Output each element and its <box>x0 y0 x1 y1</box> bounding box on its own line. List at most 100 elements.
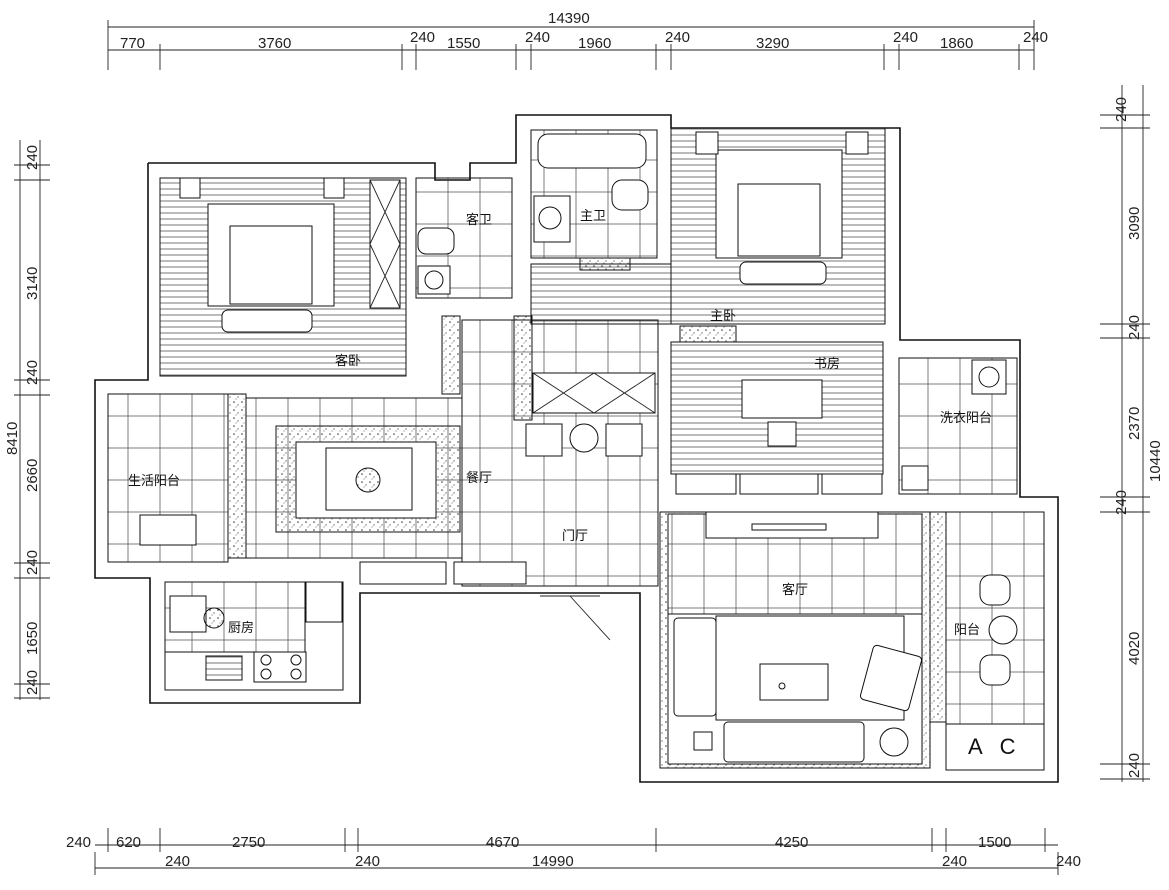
left-dimension: 240 <box>24 360 41 385</box>
nightstand <box>695 131 719 155</box>
outer-walls <box>94 114 1059 783</box>
room-label-living-room: 客厅 <box>782 582 808 598</box>
left-dimensions: 240 3140 240 2660 240 1650 240 8410 <box>4 140 50 700</box>
room-label-living-balcony: 生活阳台 <box>128 474 180 489</box>
shoe-cabinet <box>532 372 656 414</box>
round-table <box>988 615 1018 645</box>
chair <box>979 574 1011 606</box>
stove <box>253 651 307 683</box>
chair <box>979 654 1011 686</box>
dining: 餐厅 <box>245 397 492 559</box>
room-label-laundry-balcony: 洗衣阳台 <box>940 410 992 426</box>
right-dimension: 4020 <box>1126 632 1143 665</box>
top-dimension: 240 <box>665 29 690 46</box>
refrigerator <box>305 581 343 623</box>
bottom-dimension: 4250 <box>775 834 808 851</box>
study: 书房 <box>670 325 884 495</box>
top-total-dimension: 14390 <box>548 10 590 27</box>
toilet <box>611 179 649 211</box>
top-dimension: 1960 <box>578 35 611 52</box>
top-dimension: 770 <box>120 35 145 52</box>
bottom-dimension: 4670 <box>486 834 519 851</box>
right-dimension: 240 <box>1126 753 1143 778</box>
right-dimension: 240 <box>1126 315 1143 340</box>
laundry-balcony: 洗衣阳台 <box>898 357 1018 495</box>
bottom-dimensions: 240 620 2750 4670 4250 1500 240 240 240 … <box>66 828 1081 875</box>
room-label-master-bath: 主卫 <box>580 209 606 224</box>
nightstand <box>323 177 345 199</box>
top-dimension: 1550 <box>447 35 480 52</box>
top-dimension: 3290 <box>756 35 789 52</box>
chair <box>525 423 563 457</box>
sofa <box>723 721 865 763</box>
left-dimension: 240 <box>24 670 41 695</box>
top-dimensions: 14390 770 3760 240 1550 240 1960 240 329… <box>107 10 1048 70</box>
sink <box>205 655 243 681</box>
washing-machine <box>971 359 1007 395</box>
bottom-dimension: 240 <box>355 853 380 870</box>
tv <box>751 523 827 531</box>
left-dimension: 3140 <box>24 267 41 300</box>
basin <box>417 265 451 295</box>
bottom-dimension: 240 <box>1056 853 1081 870</box>
room-label-master-bedroom: 主卧 <box>710 309 736 324</box>
right-total-dimension: 10440 <box>1147 440 1164 482</box>
room-label-kitchen: 厨房 <box>228 620 254 636</box>
left-dimension: 240 <box>24 550 41 575</box>
master-bedroom: 主卧 <box>530 127 886 325</box>
interior-walls <box>227 315 947 723</box>
left-dimension: 240 <box>24 145 41 170</box>
living-room: 客厅 <box>659 511 931 769</box>
right-dimensions: 240 3090 240 2370 240 4020 240 10440 <box>1100 85 1164 782</box>
ac-label: A C <box>968 734 1021 759</box>
bathtub <box>537 133 647 169</box>
room-label-foyer: 门厅 <box>562 529 588 544</box>
top-dimension: 240 <box>893 29 918 46</box>
right-dimension: 3090 <box>1126 207 1143 240</box>
right-dimension: 240 <box>1113 97 1130 122</box>
living-balcony: 生活阳台 <box>107 393 229 563</box>
top-dimension: 240 <box>1023 29 1048 46</box>
toilet <box>417 227 455 255</box>
room-label-guest-bedroom: 客卧 <box>335 353 361 369</box>
balcony: 阳台 A C <box>945 511 1045 771</box>
chair <box>767 421 797 447</box>
bottom-dimension: 2750 <box>232 834 265 851</box>
desk <box>741 379 823 419</box>
armchair <box>860 644 922 712</box>
round-table <box>569 423 599 453</box>
foyer: 门厅 <box>461 319 659 641</box>
top-dimension: 3760 <box>258 35 291 52</box>
wardrobe <box>369 179 401 309</box>
kitchen: 厨房 <box>164 581 344 691</box>
room-label-balcony: 阳台 <box>954 623 980 638</box>
coffee-table <box>759 663 829 701</box>
bottom-dimension: 1500 <box>978 834 1011 851</box>
bottom-dimension: 240 <box>942 853 967 870</box>
side-table <box>879 727 909 757</box>
top-dimension: 240 <box>410 29 435 46</box>
bottom-dimension: 620 <box>116 834 141 851</box>
exercise-equipment <box>139 514 197 546</box>
left-total-dimension: 8410 <box>4 422 21 455</box>
bottom-dimension: 240 <box>66 834 91 851</box>
sofa <box>673 617 717 717</box>
left-dimension: 2660 <box>24 459 41 492</box>
right-dimension: 240 <box>1113 490 1130 515</box>
basin <box>533 195 571 243</box>
top-dimension: 1860 <box>940 35 973 52</box>
nightstand <box>845 131 869 155</box>
room-label-study: 书房 <box>814 356 840 372</box>
left-dimension: 1650 <box>24 622 41 655</box>
right-dimension: 2370 <box>1126 407 1143 440</box>
nightstand <box>179 177 201 199</box>
guest-bath: 客卫 <box>415 177 513 299</box>
chair <box>605 423 643 457</box>
guest-bedroom: 客卧 <box>159 177 407 377</box>
bottom-dimension: 240 <box>165 853 190 870</box>
room-label-guest-bath: 客卫 <box>466 212 492 228</box>
bottom-total-dimension: 14990 <box>532 853 574 870</box>
top-dimension: 240 <box>525 29 550 46</box>
master-bath: 主卫 <box>530 129 658 271</box>
